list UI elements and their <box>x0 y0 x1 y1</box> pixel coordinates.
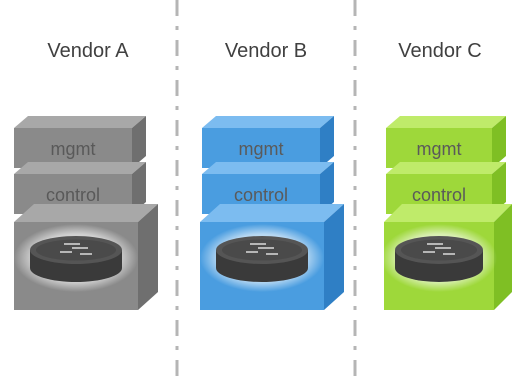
vendor-a-title: Vendor A <box>47 40 129 62</box>
router-icon <box>30 236 122 282</box>
vendor-c-control-label: control <box>411 185 467 205</box>
vendor-b-stack <box>200 116 344 310</box>
vendor-b-column: Vendor B <box>186 0 346 379</box>
router-icon <box>216 236 308 282</box>
vendor-a-stack <box>14 116 158 310</box>
vendor-b-title: Vendor B <box>224 40 308 62</box>
vendor-b-mgmt-label: mgmt <box>238 139 284 159</box>
vendor-c-title: Vendor C <box>398 40 482 62</box>
vendor-c-column: Vendor C <box>360 0 518 379</box>
divider-2 <box>353 0 357 379</box>
vendor-a-column: Vendor A <box>8 0 168 379</box>
router-icon <box>395 236 483 282</box>
vendor-c-stack <box>381 116 512 310</box>
vendor-c-mgmt-label: mgmt <box>416 139 462 159</box>
vendor-a-mgmt-label: mgmt <box>50 139 96 159</box>
vendor-c-mgmt-layer <box>386 116 506 168</box>
vendor-a-control-label: control <box>45 185 101 205</box>
vendor-b-mgmt-layer <box>202 116 334 168</box>
divider-1 <box>175 0 179 379</box>
vendor-a-mgmt-layer <box>14 116 146 168</box>
vendor-b-control-label: control <box>233 185 289 205</box>
